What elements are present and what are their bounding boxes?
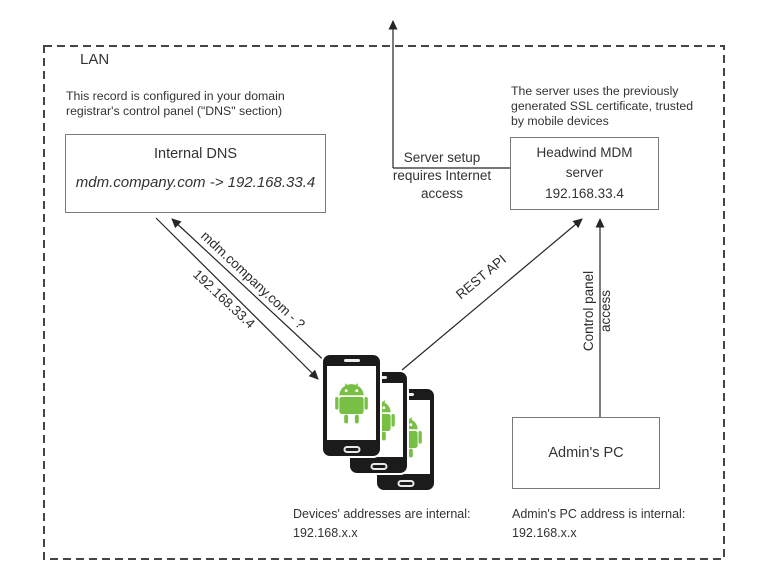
phone-home-button: [370, 463, 387, 470]
dns-query-arrow: [171, 218, 331, 367]
phone-home-button: [343, 446, 360, 453]
dns-response-arrow: [155, 217, 319, 380]
internet-access-note: Server setup requires Internet access: [392, 150, 492, 201]
lan-label: LAN: [80, 51, 110, 68]
mdm-server-title: Headwind MDM server: [536, 145, 633, 180]
phone-home-button: [397, 480, 414, 487]
admin-pc-address-note: Admin's PC address is internal: 192.168.…: [512, 507, 686, 540]
control-panel-label: Control panel access: [581, 270, 613, 352]
internal-dns-record: mdm.company.com -> 192.168.33.4: [75, 174, 316, 191]
devices-address-note: Devices' addresses are internal: 192.168…: [293, 507, 471, 540]
rest-api-arrow: [401, 218, 583, 371]
internal-dns-title: Internal DNS: [153, 146, 237, 162]
ssl-certificate-note: The server uses the previously generated…: [511, 84, 694, 128]
admin-pc-label: Admin's PC: [548, 445, 624, 461]
internal-dns-box: Internal DNS mdm.company.com -> 192.168.…: [65, 134, 326, 213]
phone-speaker: [343, 359, 360, 362]
mdm-server-ip: 192.168.33.4: [545, 186, 624, 201]
dns-record-note: This record is configured in your domain…: [66, 89, 285, 118]
admin-pc-box: Admin's PC: [512, 417, 660, 489]
mdm-server-box: Headwind MDM server 192.168.33.4: [510, 137, 659, 210]
lan-boundary: [43, 45, 725, 560]
android-phone: [323, 355, 380, 456]
android-robot-icon: [335, 383, 368, 424]
phone-screen: [327, 366, 376, 440]
